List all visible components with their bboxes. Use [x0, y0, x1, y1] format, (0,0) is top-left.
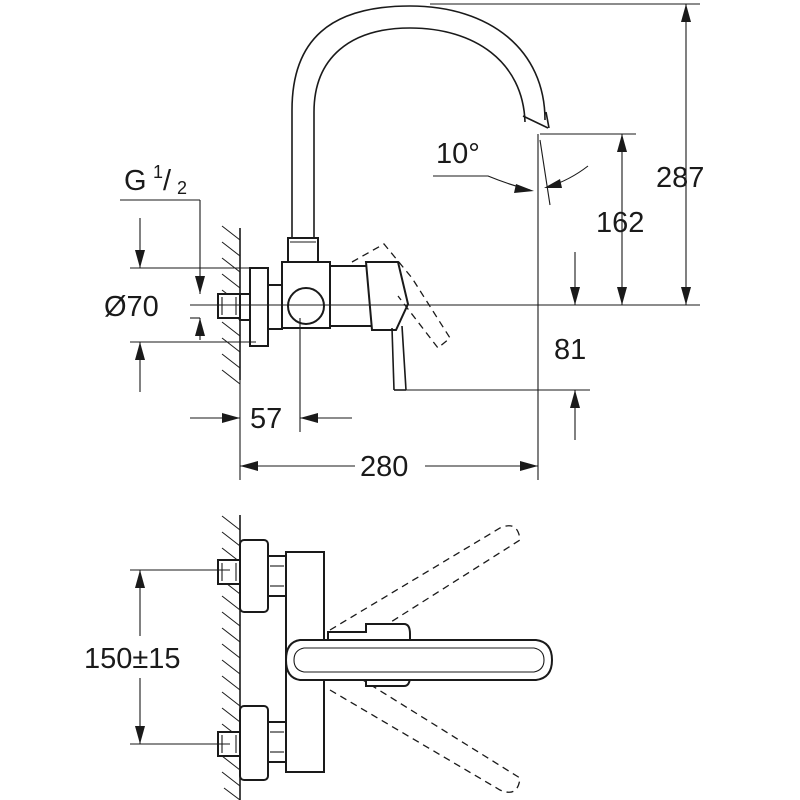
- dim-280: 280: [239, 380, 538, 483]
- thread-numerator: 1: [153, 162, 163, 182]
- wall-hatch-bottom: [221, 515, 241, 800]
- dim-angle-label: 10°: [436, 138, 480, 170]
- dim-287-label: 287: [656, 162, 704, 194]
- thread-denominator: 2: [177, 178, 187, 198]
- dim-162: 162: [540, 133, 644, 305]
- thread-g: G: [124, 165, 147, 197]
- dim-diameter-label: Ø70: [104, 291, 159, 323]
- side-view: 287 162 10° 81: [104, 3, 704, 483]
- dim-81: 81: [396, 252, 590, 440]
- thread-slash: /: [163, 165, 172, 197]
- connector-lower: [217, 705, 287, 781]
- dim-angle: 10°: [433, 134, 589, 480]
- dim-287: 287: [430, 3, 704, 305]
- top-view: 150±15: [84, 515, 554, 800]
- spout: [287, 5, 550, 265]
- dim-150-label: 150±15: [84, 643, 181, 675]
- dim-57-label: 57: [250, 403, 282, 435]
- dim-diameter: Ø70: [104, 218, 256, 392]
- dim-thread: G 1 / 2: [120, 162, 205, 340]
- dim-162-label: 162: [596, 207, 644, 239]
- lever-alt-up: [329, 525, 521, 649]
- mixer-body: [217, 243, 451, 391]
- dim-280-label: 280: [360, 451, 408, 483]
- dim-150: 150±15: [84, 569, 230, 745]
- lever-top: [284, 623, 554, 687]
- dim-57: 57: [190, 318, 352, 435]
- lever-alt-down: [329, 671, 521, 793]
- dim-81-label: 81: [554, 334, 586, 366]
